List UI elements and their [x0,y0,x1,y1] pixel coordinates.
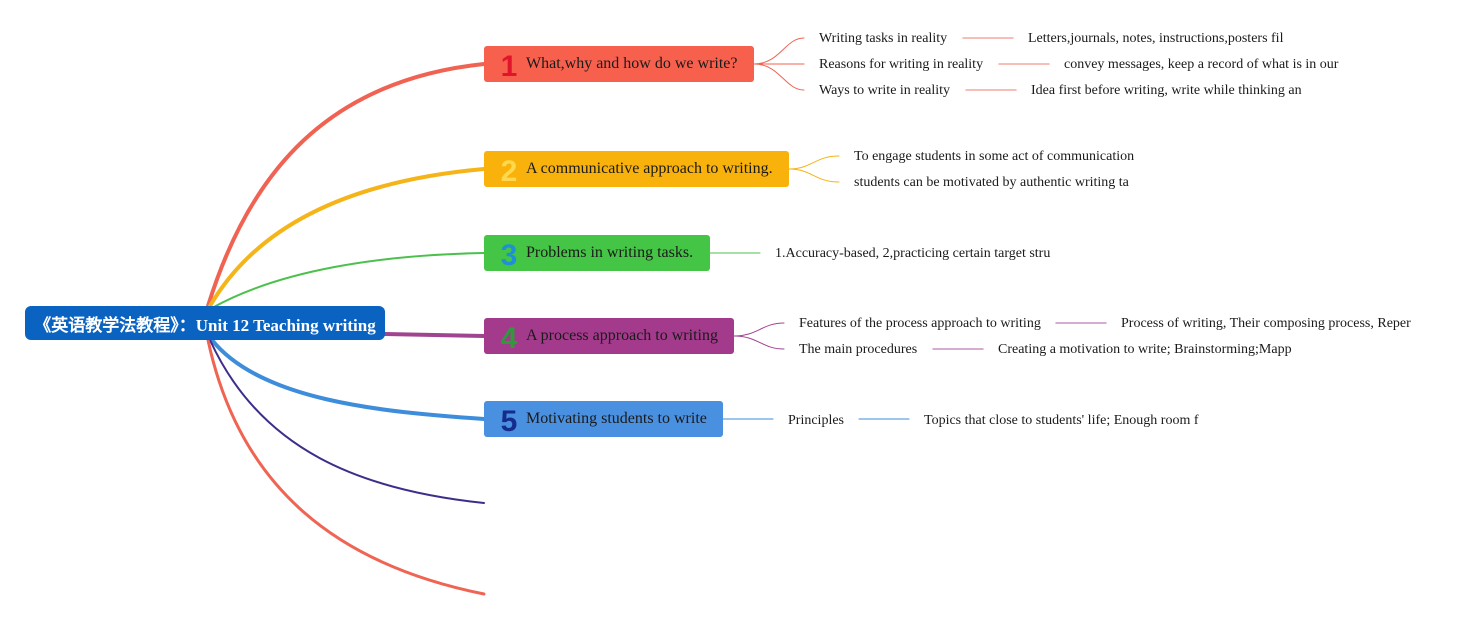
branch-number-4: 4 [500,322,518,355]
detail-main-procedures[interactable]: Creating a motivation to write; Brainsto… [998,342,1292,357]
connector-root-extra-1 [209,339,485,504]
branch-topic-5[interactable]: 5 Motivating students to write [484,401,723,437]
detail-writing-tasks[interactable]: Letters,journals, notes, instructions,po… [1028,31,1284,46]
connector-b4-item-2 [733,335,785,350]
branch-label-2: A communicative approach to writing. [526,160,773,177]
branch-topic-3[interactable]: 3 Problems in writing tasks. [484,235,710,271]
branch-number-1: 1 [500,50,518,83]
connector-b1-item-3 [753,63,805,91]
connector-b2-item-2 [788,168,840,183]
connector-root-branch-2 [208,167,486,308]
subtopic-main-procedures[interactable]: The main procedures [799,342,918,357]
connector-b2-item-1 [788,155,840,170]
detail-reasons-for-writing[interactable]: convey messages, keep a record of what i… [1064,57,1339,72]
branch-topic-2[interactable]: 2 A communicative approach to writing. [484,151,789,187]
root-topic[interactable]: 《英语教学法教程》：Unit 12 Teaching writing [25,306,385,340]
subtopic-authentic-writing[interactable]: students can be motivated by authentic w… [854,175,1129,190]
subtopic-process-features[interactable]: Features of the process approach to writ… [799,316,1041,331]
connector-root-extra-2 [206,338,486,596]
subtopic-writing-tasks[interactable]: Writing tasks in reality [819,31,948,46]
subtopic-reasons-for-writing[interactable]: Reasons for writing in reality [819,57,984,72]
subtopic-ways-to-write[interactable]: Ways to write in reality [819,83,951,98]
branch-label-1: What,why and how do we write? [526,55,738,72]
detail-process-features[interactable]: Process of writing, Their composing proc… [1121,316,1411,331]
connector-root-branch-3 [211,252,485,309]
subtopic-accuracy-based[interactable]: 1.Accuracy-based, 2,practicing certain t… [775,246,1051,261]
branch-label-4: A process approach to writing [526,327,718,344]
subtopic-principles[interactable]: Principles [788,413,844,428]
subtopic-engage-students[interactable]: To engage students in some act of commun… [854,149,1135,164]
connector-root-branch-5 [210,338,486,421]
branch-number-2: 2 [500,155,518,188]
connector-b4-item-1 [733,322,785,337]
detail-principles[interactable]: Topics that close to students' life; Eno… [924,413,1199,428]
connector-b1-item-1 [753,37,805,65]
connector-root-branch-4 [383,332,486,338]
branch-number-3: 3 [500,239,518,272]
branch-number-5: 5 [500,405,518,438]
detail-ways-to-write[interactable]: Idea first before writing, write while t… [1031,83,1302,98]
branch-label-5: Motivating students to write [526,410,707,427]
root-topic-label: 《英语教学法教程》：Unit 12 Teaching writing [34,315,376,335]
branch-label-3: Problems in writing tasks. [526,244,694,261]
connector-root-branch-1 [206,62,486,308]
branch-topic-1[interactable]: 1 What,why and how do we write? [484,46,754,82]
branch-topic-4[interactable]: 4 A process approach to writing [484,318,734,354]
